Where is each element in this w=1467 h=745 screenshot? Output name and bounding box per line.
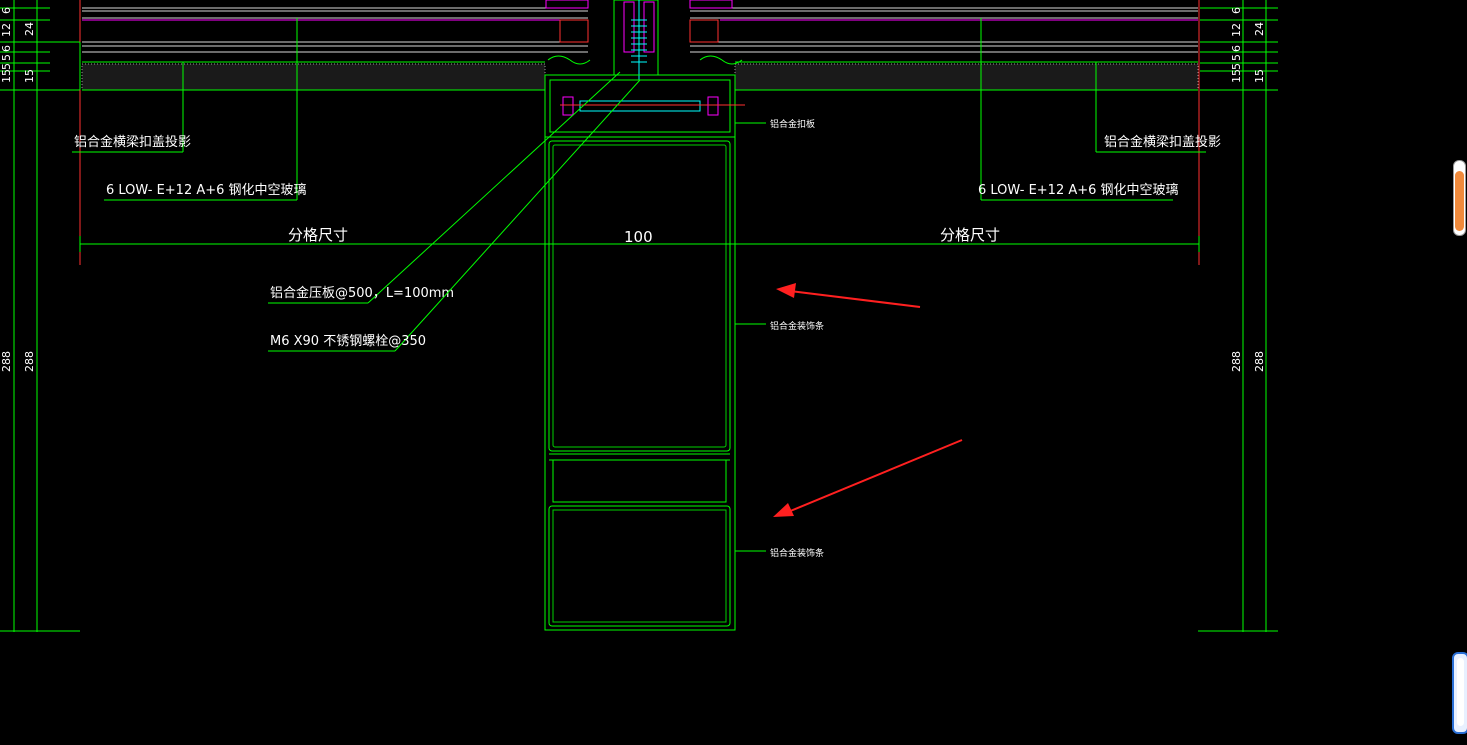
- leader-bolt: M6 X90 不锈钢螺栓@350: [268, 79, 641, 352]
- leader-beam-cover-left: 铝合金横梁扣盖投影: [72, 62, 191, 153]
- dim-left-12: 12: [0, 23, 13, 37]
- leader-beam-cover-right: 铝合金横梁扣盖投影: [1095, 62, 1221, 153]
- right-glass-panel: [690, 0, 1200, 265]
- dim-right-24: 24: [1253, 22, 1266, 36]
- dim-left-5b: 5: [0, 54, 13, 61]
- dim-left-15b: 15: [23, 69, 36, 83]
- glass-left-label: 6 LOW- E+12 A+6 钢化中空玻璃: [106, 183, 307, 198]
- dim-right-6b: 6: [1230, 7, 1243, 14]
- dim-left-6b: 6: [0, 7, 13, 14]
- vertical-scroll-thumb[interactable]: [1457, 658, 1464, 726]
- mullion-section: [544, 0, 745, 631]
- leader-glass-left: 6 LOW- E+12 A+6 钢化中空玻璃: [104, 18, 307, 201]
- dim-left-15: 15: [0, 69, 13, 83]
- zoom-scroll-thumb[interactable]: [1455, 171, 1464, 231]
- grid-size-right-label: 分格尺寸: [940, 226, 1000, 244]
- left-dimension-chain: 15 5 5 6 12 24 6 15 288 288: [0, 0, 80, 632]
- leader-trim-upper: 铝合金装饰条: [735, 320, 824, 332]
- annotation-arrow-lower: [773, 439, 963, 517]
- beam-cover-right-label: 铝合金横梁扣盖投影: [1104, 134, 1221, 150]
- grid-dimension-line: 分格尺寸 100 分格尺寸: [79, 226, 1200, 252]
- leader-cover-plate: 铝合金扣板: [735, 118, 815, 130]
- cover-plate-label: 铝合金扣板: [770, 118, 815, 130]
- zoom-scroll-indicator[interactable]: [1453, 160, 1466, 236]
- leader-pressure-plate: 铝合金压板@500，L=100mm: [268, 71, 621, 304]
- trim-strip-upper-label: 铝合金装饰条: [770, 320, 824, 332]
- leader-glass-right: 6 LOW- E+12 A+6 钢化中空玻璃: [978, 18, 1179, 201]
- beam-cover-left-label: 铝合金横梁扣盖投影: [74, 134, 191, 150]
- dim-left-288-inner: 288: [23, 351, 36, 372]
- leader-trim-lower: 铝合金装饰条: [735, 547, 824, 559]
- dim-right-5a: 5: [1230, 63, 1243, 70]
- vertical-scrollbar[interactable]: [1452, 652, 1467, 734]
- grid-size-left-label: 分格尺寸: [288, 226, 348, 244]
- center-width-label: 100: [624, 228, 653, 246]
- left-glass-panel: [79, 0, 588, 265]
- dim-right-15b: 15: [1253, 69, 1266, 83]
- right-dimension-chain: 15 5 5 6 12 24 6 15 288 288: [1198, 0, 1278, 632]
- dim-left-6: 6: [0, 45, 13, 52]
- bolt-label: M6 X90 不锈钢螺栓@350: [270, 334, 426, 349]
- dim-left-24: 24: [23, 22, 36, 36]
- pressure-plate-label: 铝合金压板@500，L=100mm: [270, 285, 454, 301]
- trim-strip-lower-label: 铝合金装饰条: [770, 547, 824, 559]
- dim-right-15: 15: [1230, 69, 1243, 83]
- dim-right-5b: 5: [1230, 54, 1243, 61]
- dim-left-288-outer: 288: [0, 351, 13, 372]
- dim-right-6: 6: [1230, 45, 1243, 52]
- annotation-arrow-upper: [776, 283, 921, 308]
- dim-right-12: 12: [1230, 23, 1243, 37]
- glass-right-label: 6 LOW- E+12 A+6 钢化中空玻璃: [978, 183, 1179, 198]
- dim-left-5a: 5: [0, 63, 13, 70]
- dim-right-288-inner: 288: [1253, 351, 1266, 372]
- dim-right-288-outer: 288: [1230, 351, 1243, 372]
